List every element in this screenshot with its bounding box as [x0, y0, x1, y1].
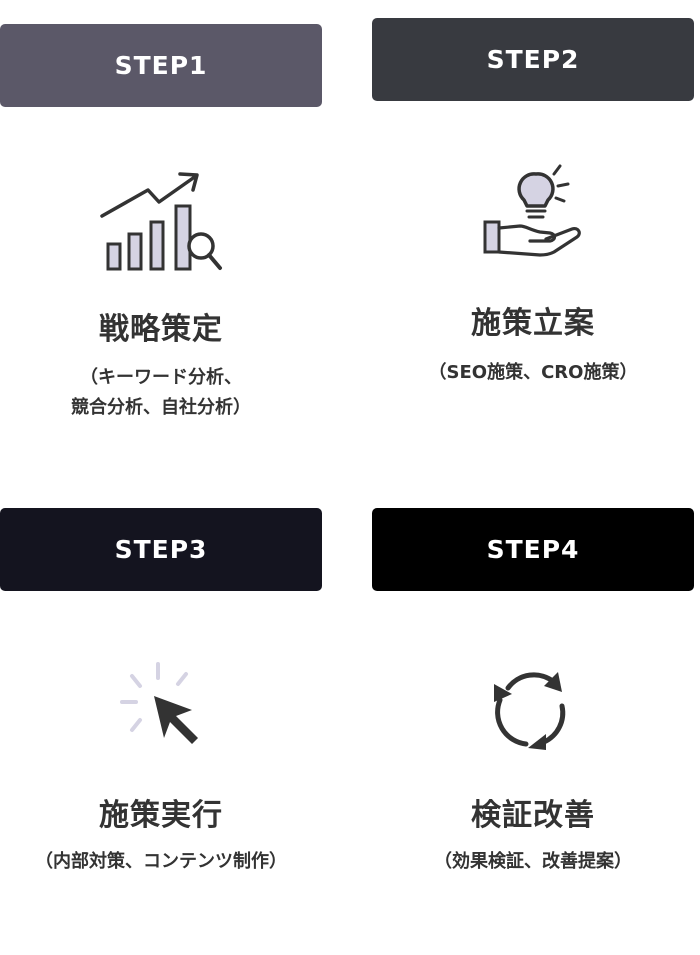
step1-subtitle: （キーワード分析、 競合分析、自社分析） — [0, 363, 322, 423]
step2-header: STEP2 — [372, 18, 694, 101]
chart-magnifier-icon — [100, 172, 222, 271]
hand-lightbulb-icon — [483, 164, 581, 257]
step2-label: STEP2 — [486, 45, 580, 74]
cursor-click-icon — [120, 662, 198, 744]
step3-subtitle-line1: （内部対策、コンテンツ制作） — [35, 851, 287, 872]
step3-label: STEP3 — [114, 535, 208, 564]
step3-title: 施策実行 — [99, 798, 223, 833]
step1-subtitle-line2: 競合分析、自社分析） — [71, 397, 251, 418]
step2-title: 施策立案 — [471, 306, 595, 341]
step1-header: STEP1 — [0, 24, 322, 107]
step3-subtitle: （内部対策、コンテンツ制作） — [0, 847, 322, 877]
step4-header: STEP4 — [372, 508, 694, 591]
step4-subtitle-line1: （効果検証、改善提案） — [434, 851, 632, 872]
step3-header: STEP3 — [0, 508, 322, 591]
step4-label: STEP4 — [486, 535, 580, 564]
step2-subtitle: （SEO施策、CRO施策） — [372, 358, 694, 388]
step4-title: 検証改善 — [471, 798, 595, 833]
step4-subtitle: （効果検証、改善提案） — [372, 847, 694, 877]
step1-title: 戦略策定 — [99, 312, 223, 347]
step1-subtitle-line1: （キーワード分析、 — [80, 367, 242, 388]
step1-label: STEP1 — [114, 51, 208, 80]
refresh-cycle-icon — [494, 672, 566, 750]
step2-subtitle-line1: （SEO施策、CRO施策） — [428, 362, 638, 383]
